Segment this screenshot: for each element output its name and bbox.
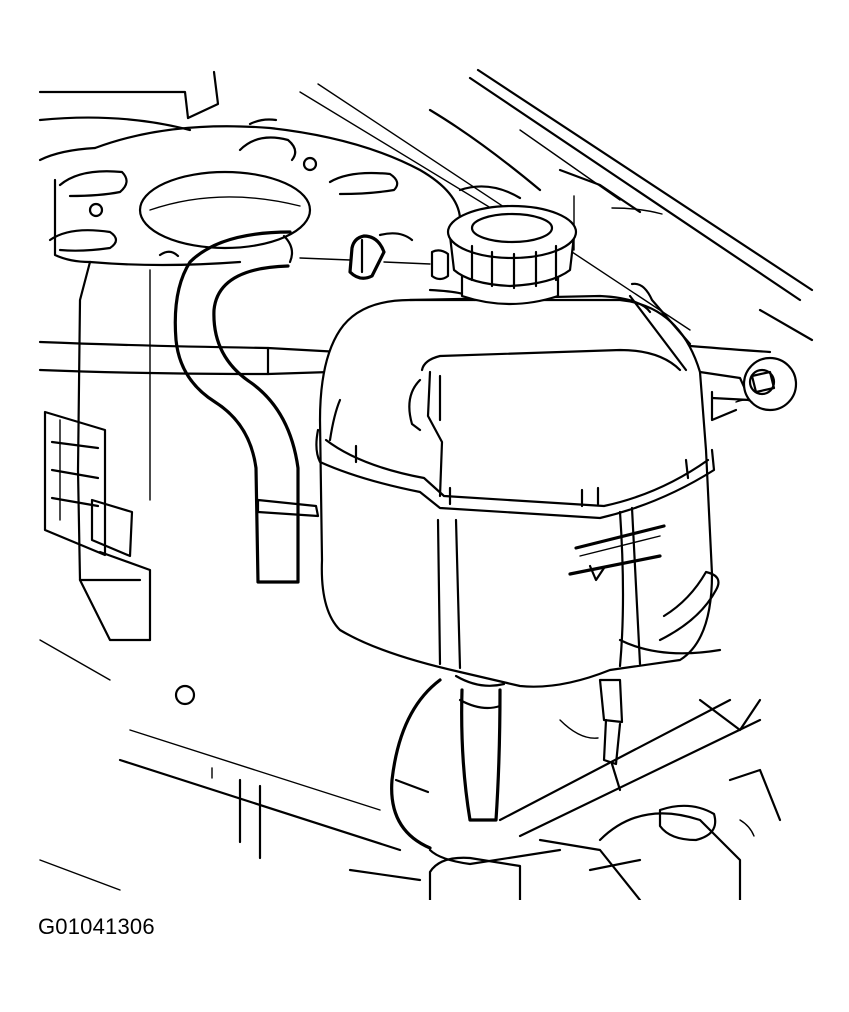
- figure-code: G01041306: [38, 914, 155, 939]
- strut-tower: [38, 70, 522, 267]
- overflow-hose: [38, 340, 354, 376]
- hose-clamp: [299, 234, 431, 280]
- chassis-frame: [428, 638, 782, 900]
- mounting-bracket: [628, 282, 798, 422]
- radiator-shroud: [39, 250, 422, 891]
- radiator-hose: [173, 230, 320, 584]
- pressure-cap: [430, 204, 578, 306]
- coolant-reservoir-tank: [315, 288, 716, 688]
- fill-level-mark: [568, 524, 666, 582]
- outlet-hose: [390, 570, 720, 850]
- coolant-reservoir-illustration: [38, 68, 814, 900]
